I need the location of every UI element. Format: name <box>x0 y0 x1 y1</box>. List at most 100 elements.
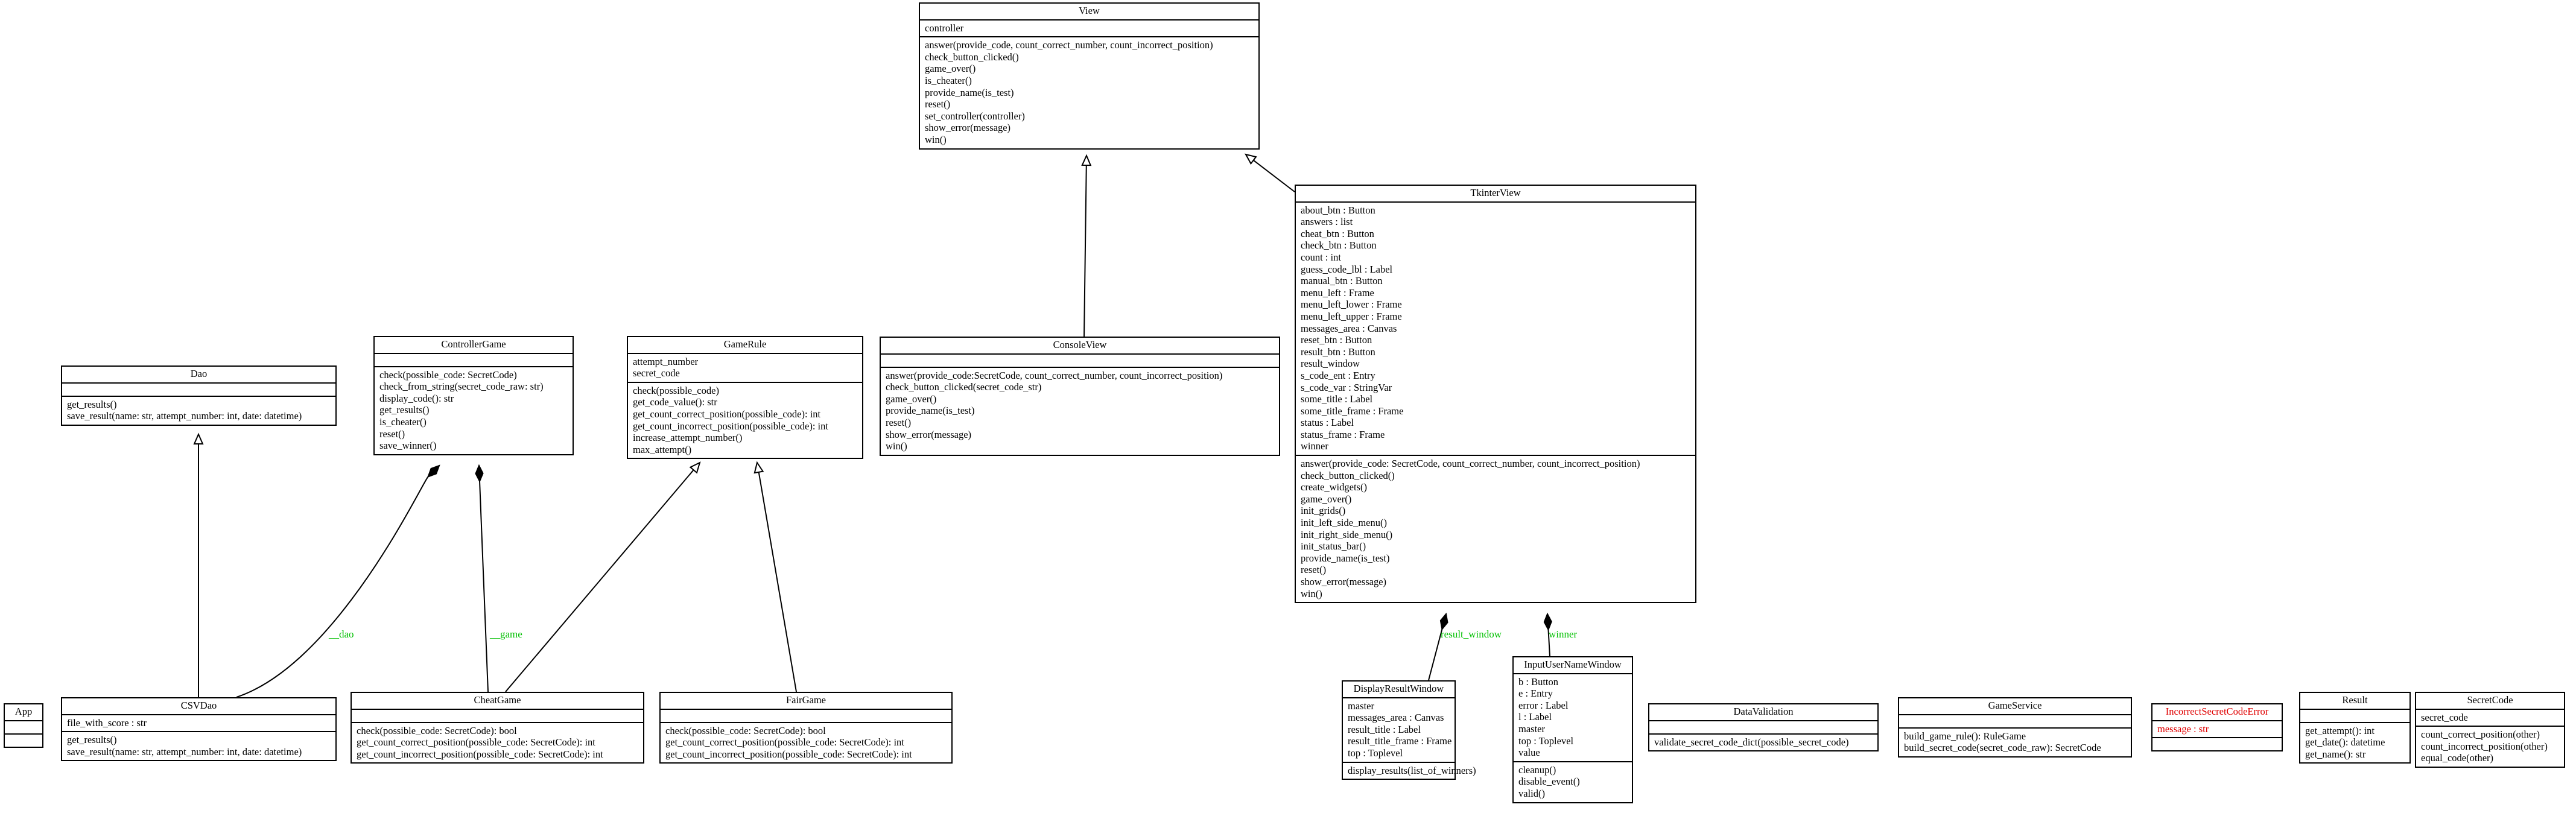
methods-section: count_correct_position(other)count_incor… <box>2416 726 2564 767</box>
method: provide_name(is_test) <box>925 86 1014 98</box>
method: build_game_rule(): RuleGame <box>1904 730 2026 742</box>
attributes-section: secret_code <box>2416 708 2564 726</box>
method: reset() <box>379 428 405 440</box>
attributes-section <box>2300 708 2409 722</box>
attribute: count : int <box>1301 251 1341 263</box>
attributes-section: file_with_score : str <box>62 713 335 732</box>
method: game_over() <box>925 63 976 75</box>
methods-section: validate_secret_code_dict(possible_secre… <box>1649 733 1877 751</box>
attribute: s_code_ent : Entry <box>1301 369 1375 381</box>
class-name: CheatGame <box>474 694 521 706</box>
relation-line <box>1083 165 1087 337</box>
method: init_right_side_menu() <box>1301 528 1393 540</box>
method: provide_name(is_test) <box>1301 552 1390 564</box>
attribute: status : Label <box>1301 417 1354 429</box>
method: provide_name(is_test) <box>886 405 975 417</box>
attribute: value <box>1518 747 1540 759</box>
inheritance-csvdao-to-dao <box>193 432 204 697</box>
method: set_controller(controller) <box>925 110 1025 122</box>
method: get_count_correct_position(possible_code… <box>357 736 595 748</box>
class-name: ConsoleView <box>1053 339 1107 350</box>
method: game_over() <box>1301 493 1352 505</box>
attribute: s_code_var : StringVar <box>1301 381 1392 393</box>
method: get_count_correct_position(possible_code… <box>665 736 904 748</box>
attribute: reset_btn : Button <box>1301 334 1372 346</box>
methods-section: display_results(list_of_winners) <box>1343 761 1476 779</box>
attributes-section <box>375 352 573 366</box>
attributes-section: message : str <box>2152 720 2282 738</box>
method: reset() <box>925 98 951 110</box>
relation-label: __game <box>490 628 522 640</box>
method: validate_secret_code_dict(possible_secre… <box>1654 736 1849 748</box>
relation-line <box>1253 159 1295 192</box>
methods-section: answer(provide_code: SecretCode, count_c… <box>1296 455 1695 602</box>
method: win() <box>886 440 907 452</box>
methods-section: check(possible_code)get_code_value(): st… <box>628 381 862 458</box>
inheritance-arrowhead <box>193 432 204 444</box>
method: get_date(): datetime <box>2305 736 2385 748</box>
method: count_incorrect_position(other) <box>2421 740 2548 752</box>
composition-csvdao-to-controller-game <box>236 464 440 698</box>
method: save_result(name: str, attempt_number: i… <box>67 410 302 422</box>
method: reset() <box>1301 564 1327 576</box>
class-name: ControllerGame <box>441 338 506 350</box>
relation-line <box>479 481 489 692</box>
method: answer(provide_code, count_correct_numbe… <box>925 39 1213 51</box>
attributes-section <box>62 382 335 396</box>
method: increase_attempt_number() <box>633 432 743 444</box>
method: get_results() <box>67 398 117 410</box>
attribute: about_btn : Button <box>1301 204 1375 216</box>
class-name: DataValidation <box>1733 706 1794 717</box>
inheritance-cheat-game-to-game-rule <box>505 461 701 692</box>
class-name: View <box>1079 5 1100 16</box>
relation-label: __dao <box>329 628 354 640</box>
attribute: controller <box>925 22 964 34</box>
methods-section <box>2152 737 2282 750</box>
method: answer(provide_code: SecretCode, count_c… <box>1301 458 1640 470</box>
methods-section: get_results()save_result(name: str, atte… <box>62 395 335 425</box>
class-name: DisplayResultWindow <box>1353 683 1444 694</box>
method: show_error(message) <box>1301 576 1387 587</box>
relation-line <box>758 472 797 692</box>
method: show_error(message) <box>886 428 972 440</box>
method: valid() <box>1518 787 1545 799</box>
attribute: some_title : Label <box>1301 393 1373 405</box>
attribute: top : Toplevel <box>1518 735 1574 747</box>
relation-label: result_window <box>1441 628 1502 640</box>
method: answer(provide_code:SecretCode, count_co… <box>886 369 1223 381</box>
attributes-section <box>5 720 42 733</box>
class-name: CSVDao <box>180 700 217 711</box>
class-name: Dao <box>190 368 208 379</box>
method: get_results() <box>67 734 117 746</box>
class-name: SecretCode <box>2467 694 2513 706</box>
method: win() <box>1301 587 1322 599</box>
method: equal_code(other) <box>2421 752 2494 764</box>
composition-input-user-name-window-to-tkinter-view <box>1543 612 1552 657</box>
method: init_status_bar() <box>1301 540 1366 552</box>
method: get_results() <box>379 404 430 416</box>
methods-section: cleanup()disable_event()valid() <box>1514 761 1632 802</box>
method: reset() <box>886 416 912 428</box>
method: init_left_side_menu() <box>1301 517 1387 529</box>
method: build_secret_code(secret_code_raw): Secr… <box>1904 742 2101 754</box>
class-name: GameRule <box>723 338 767 350</box>
methods-section <box>5 733 42 747</box>
method: win() <box>925 133 947 145</box>
method: get_count_incorrect_position(possible_co… <box>357 748 603 760</box>
method: check_button_clicked(secret_code_str) <box>886 381 1042 393</box>
inheritance-arrowhead <box>689 461 701 474</box>
methods-section: get_results()save_result(name: str, atte… <box>62 731 335 760</box>
